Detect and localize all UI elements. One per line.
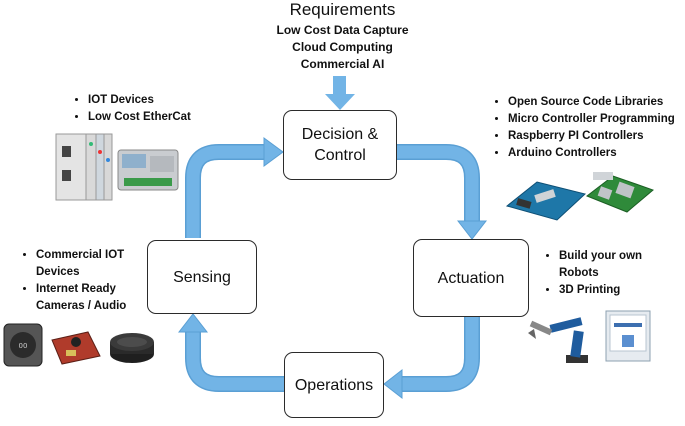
arrowhead-to-sensing: [177, 313, 209, 333]
requirements-arrowhead: [325, 94, 355, 110]
list-item: IOT Devices: [88, 92, 248, 109]
actuation-methods-list: Build your own Robots 3D Printing: [537, 248, 669, 299]
robot-3d-printer-image: [528, 310, 651, 363]
list-item: Raspberry PI Controllers: [508, 128, 685, 145]
requirements-arrow-shaft: [333, 76, 346, 96]
control-label: Control: [314, 147, 366, 164]
sensing-devices-image: 00: [3, 323, 154, 367]
operations-label: Operations: [294, 376, 374, 394]
requirement-item: Low Cost Data Capture: [276, 23, 409, 37]
arrowhead-to-operations: [383, 368, 403, 400]
requirement-item: Cloud Computing: [292, 40, 393, 54]
arrowhead-to-decision: [263, 137, 284, 167]
requirements-title: Requirements: [289, 0, 396, 19]
sensing-box: Sensing: [147, 240, 257, 314]
sensing-devices-list: Commercial IOT Devices Internet Ready Ca…: [14, 247, 166, 315]
arrowhead-to-actuation: [456, 220, 488, 240]
list-item: Internet Ready Cameras / Audio: [36, 281, 166, 315]
list-item: Commercial IOT Devices: [36, 247, 166, 281]
requirement-item: Commercial AI: [300, 57, 385, 71]
iot-hardware-list: IOT Devices Low Cost EtherCat: [66, 92, 248, 126]
list-item: Open Source Code Libraries: [508, 94, 685, 111]
decision-label: Decision &: [301, 126, 379, 143]
decision-control-box: Decision & Control: [283, 110, 397, 180]
list-item: Arduino Controllers: [508, 145, 685, 162]
ethercat-module-image: [55, 133, 179, 201]
arduino-raspberry-pi-image: [505, 172, 654, 221]
arrow-sensing-to-decision: [185, 144, 266, 238]
list-item: Micro Controller Programming: [508, 111, 685, 128]
svg-text:00: 00: [19, 342, 28, 350]
requirements-list: Low Cost Data Capture Cloud Computing Co…: [0, 22, 685, 73]
list-item: Low Cost EtherCat: [88, 109, 248, 126]
actuation-box: Actuation: [413, 239, 529, 317]
controller-list: Open Source Code Libraries Micro Control…: [486, 94, 685, 162]
list-item: 3D Printing: [559, 282, 669, 299]
operations-box: Operations: [284, 352, 384, 418]
actuation-label: Actuation: [437, 269, 505, 287]
list-item: Build your own Robots: [559, 248, 669, 282]
sensing-label: Sensing: [173, 268, 231, 286]
